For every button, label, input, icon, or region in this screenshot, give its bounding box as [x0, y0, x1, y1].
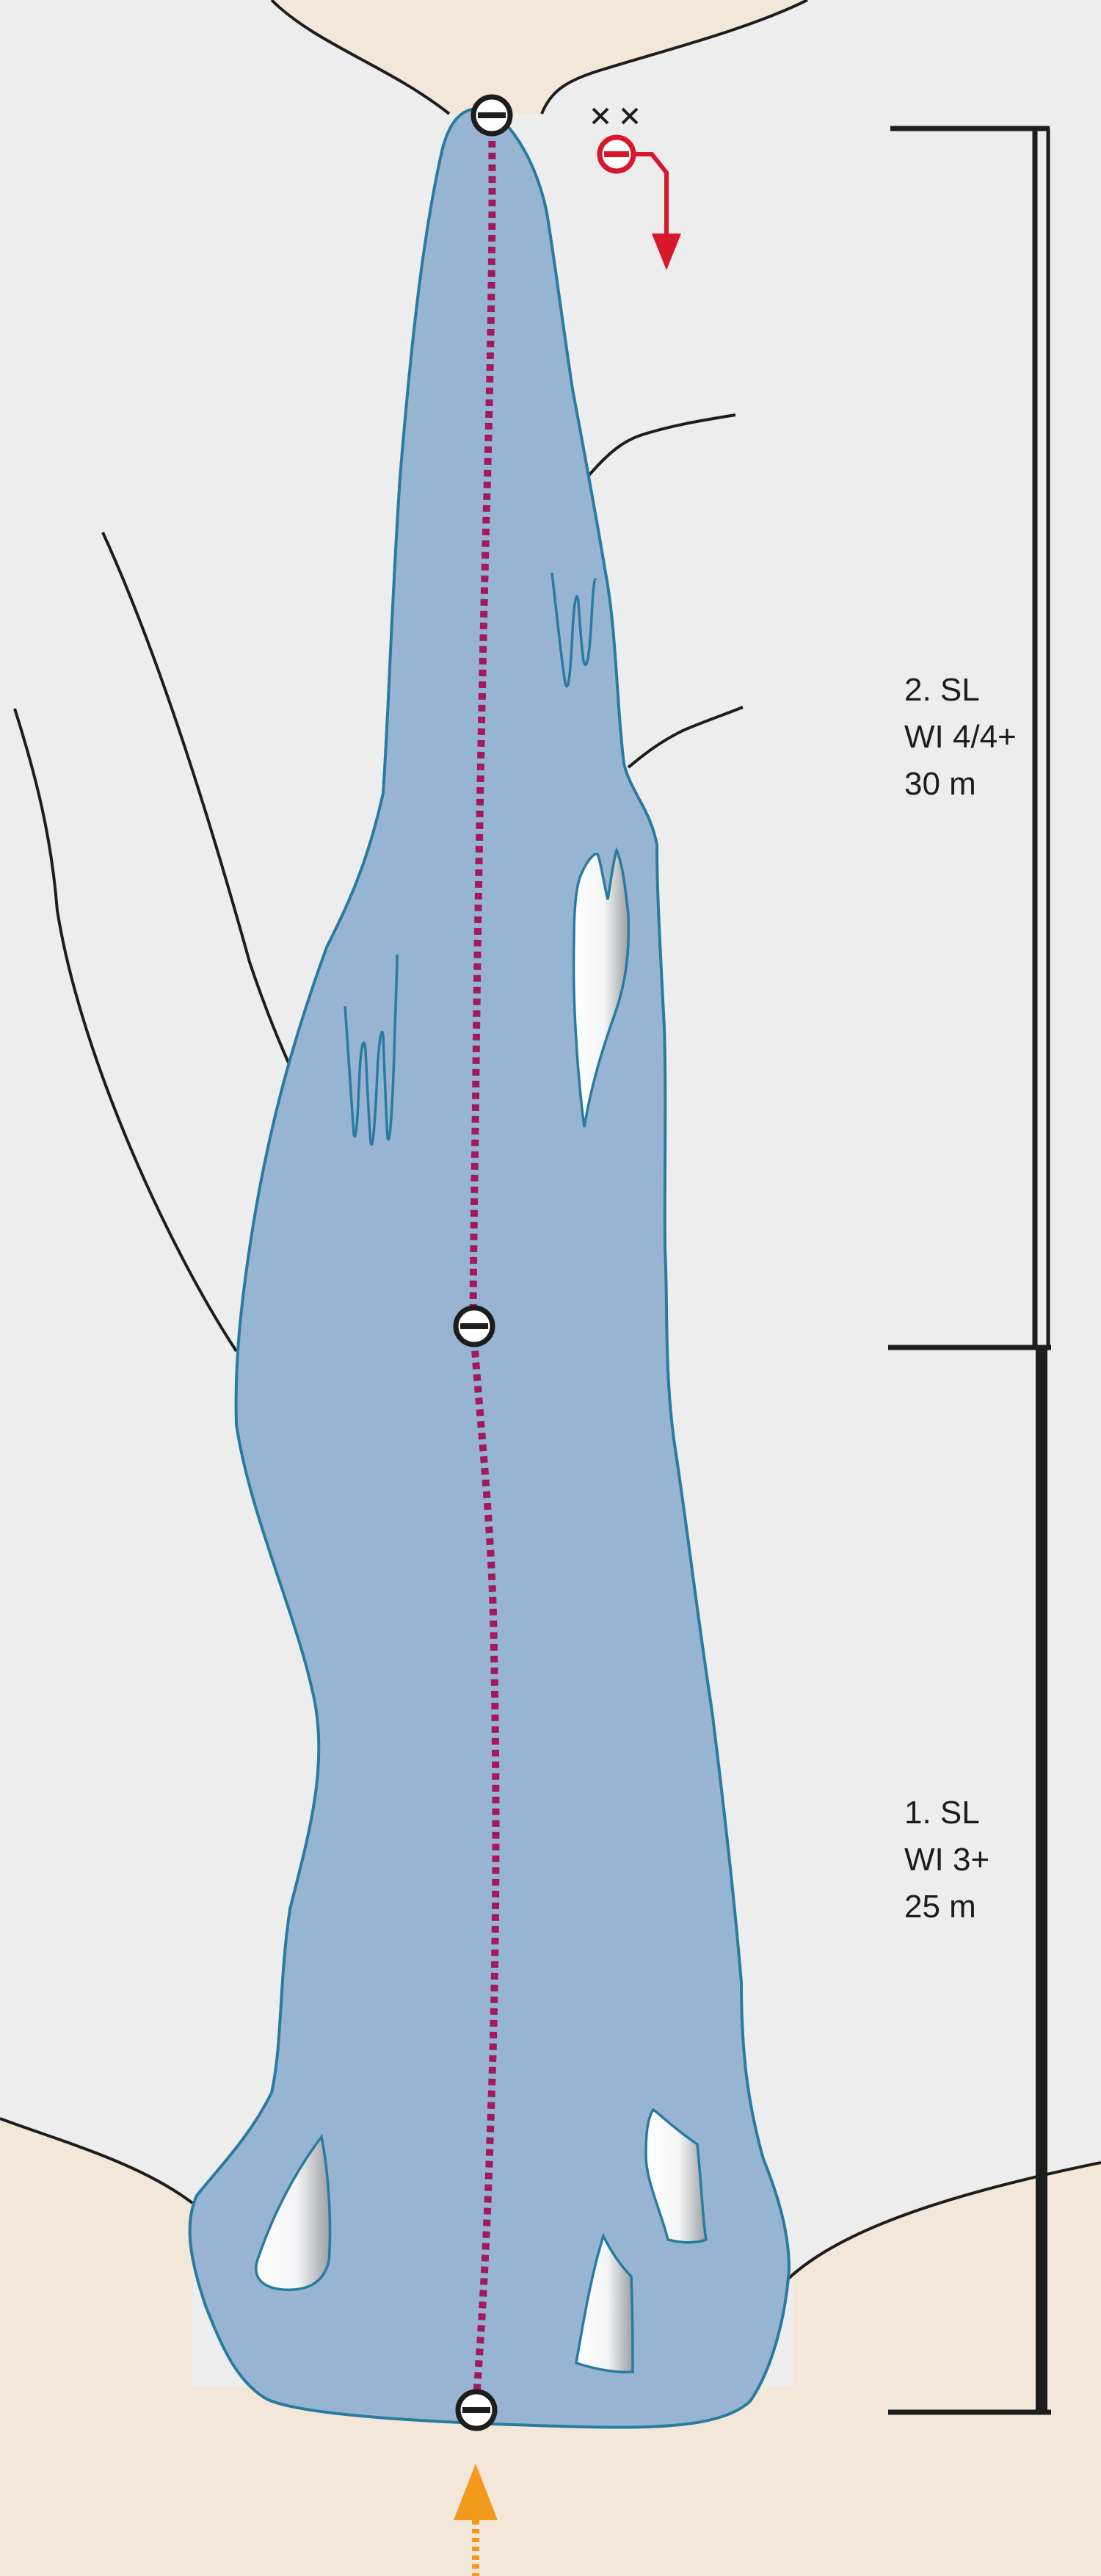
rock-line [586, 413, 736, 479]
pitch-2-scale-bar [890, 126, 1050, 1347]
rock-line [101, 532, 308, 1102]
ground-bottom [0, 2119, 1101, 2576]
icicle [572, 847, 631, 1128]
icicle [575, 2232, 634, 2374]
pitch-2-grade: WI 4/4+ [904, 719, 1017, 755]
belay-station-icon [455, 2389, 498, 2431]
rock-line [627, 706, 744, 769]
pitch-1-length: 25 m [904, 1889, 976, 1925]
belay-station-icon [470, 94, 513, 137]
ice-flow [188, 106, 791, 2429]
pitch-1-scale-bar [888, 1345, 1051, 2415]
pitch-2-name: 2. SL [904, 672, 980, 708]
belay-station-icon [453, 1305, 495, 1347]
pitch-1-label: 1. SL WI 3+ 25 m [904, 1790, 989, 1931]
pitch-1-name: 1. SL [904, 1795, 980, 1831]
ground-top-edge [270, 0, 808, 115]
pitch-2-label: 2. SL WI 4/4+ 30 m [904, 667, 1017, 808]
icicle [644, 2108, 708, 2244]
ice-texture [344, 954, 399, 1146]
approach-arrow-icon [454, 2464, 498, 2576]
pitch-1-grade: WI 3+ [904, 1842, 990, 1878]
icicle [255, 2133, 332, 2291]
ground-top [272, 0, 807, 114]
ice-texture [550, 572, 597, 688]
pitch-2-length: 30 m [904, 766, 976, 802]
abseil-descent-arrow-icon [597, 134, 681, 270]
rock-line [13, 708, 238, 1353]
bolt-anchor-icon [592, 107, 639, 125]
